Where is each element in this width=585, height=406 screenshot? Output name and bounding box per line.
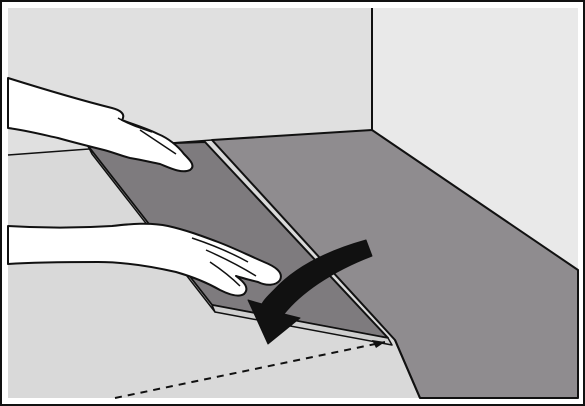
flooring-installation-illustration: [0, 0, 585, 406]
illustration-canvas: [0, 0, 585, 406]
